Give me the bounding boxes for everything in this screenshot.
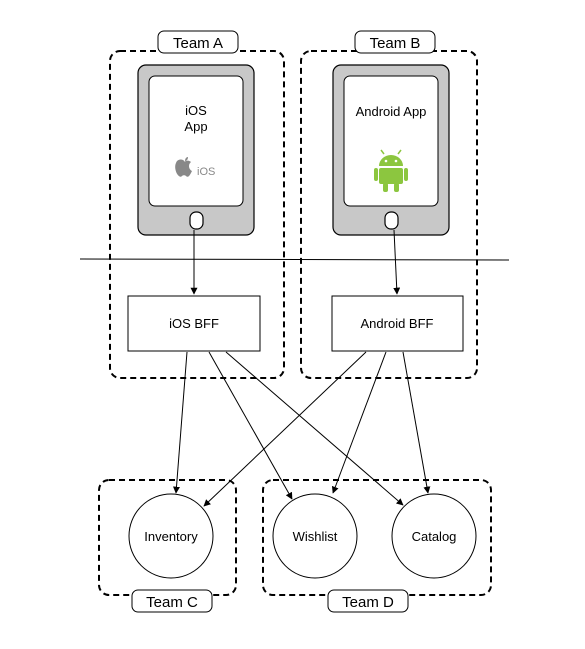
team-a-label-box: [157, 30, 239, 54]
team-a-group: Team A: [109, 30, 285, 379]
team-d-label: Team D: [342, 594, 394, 611]
team-b-group: Team B: [300, 30, 478, 379]
connections: [173, 229, 431, 507]
inventory-service: Inventory: [128, 493, 214, 579]
android-app-label: Android App: [356, 104, 427, 119]
ios-bff-box: [127, 295, 261, 352]
team-c-group: Team C: [98, 479, 237, 613]
wishlist-circle: [272, 493, 358, 579]
android-device: Android App: [332, 64, 450, 236]
wishlist-label: Wishlist: [293, 529, 338, 544]
arrow-ios-bff-to-inventory: [173, 351, 188, 494]
ios-logo-text: iOS: [197, 166, 215, 178]
ios-device: iOS App iOS: [137, 64, 255, 236]
catalog-circle: [391, 493, 477, 579]
android-bff-box: [331, 295, 464, 352]
android-bff-label: Android BFF: [361, 316, 434, 331]
catalog-service: Catalog: [391, 493, 477, 579]
arrow-ios-bff-to-catalog: [225, 351, 404, 506]
team-b-label: Team B: [370, 35, 421, 52]
team-c-label-box: [131, 589, 213, 613]
ios-home-button: [189, 211, 204, 230]
team-b-label-box: [354, 30, 436, 54]
android-icon: [374, 149, 408, 192]
team-d-boundary: [262, 479, 492, 596]
team-a-boundary: [109, 50, 285, 379]
ios-app-label-line2: App: [184, 119, 207, 134]
ios-bff-label: iOS BFF: [169, 316, 219, 331]
inventory-label: Inventory: [144, 529, 198, 544]
team-d-group: Team D: [262, 479, 492, 613]
catalog-label: Catalog: [412, 529, 457, 544]
team-b-boundary: [300, 50, 478, 379]
team-c-label: Team C: [146, 594, 198, 611]
wishlist-service: Wishlist: [272, 493, 358, 579]
arrow-ios-bff-to-wishlist: [208, 351, 293, 500]
inventory-circle: [128, 493, 214, 579]
team-a-label: Team A: [173, 35, 223, 52]
apple-icon: [175, 157, 192, 177]
team-d-label-box: [327, 589, 409, 613]
ios-device-screen: [148, 75, 244, 207]
network-boundary-line: [79, 258, 510, 261]
android-home-button: [384, 211, 399, 230]
arrow-android-bff-to-catalog: [402, 351, 431, 494]
ios-app-label-line1: iOS: [185, 103, 207, 118]
arrow-android-app-to-android-bff: [393, 229, 401, 295]
arrow-android-bff-to-inventory: [203, 351, 367, 507]
ios-bff-node: iOS BFF: [127, 295, 261, 352]
arrow-android-bff-to-wishlist: [331, 351, 387, 494]
android-device-screen: [343, 75, 439, 207]
android-bff-node: Android BFF: [331, 295, 464, 352]
